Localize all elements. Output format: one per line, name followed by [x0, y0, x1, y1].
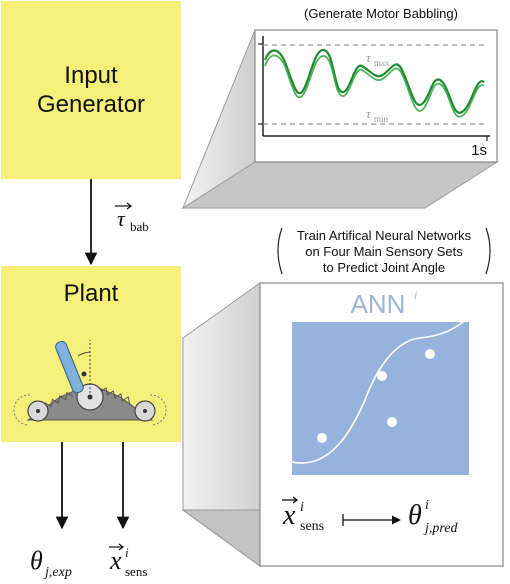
ann-title: ANN i	[351, 288, 418, 319]
ann-output-superscript: i	[425, 498, 429, 513]
x-sens-superscript: i	[125, 545, 129, 560]
vector-arrowhead-icon	[126, 202, 132, 210]
plant-box: Plant	[1, 266, 181, 442]
tau-bab-subscript: bab	[130, 219, 149, 234]
babbling-plot-frame	[254, 29, 498, 163]
ann-input-superscript: i	[300, 500, 304, 515]
pendulum-plant-icon	[13, 340, 167, 426]
theta-exp-symbol: θ	[30, 546, 43, 575]
left-paren	[277, 227, 283, 275]
ann-superscript: i	[414, 288, 417, 302]
motor-babbling-panel: (Generate Motor Babbling) τ max τ min 1s	[181, 6, 499, 210]
ann-output-symbol: θ	[408, 500, 422, 531]
maps-to-arrow-icon	[342, 514, 401, 526]
ann-label: ANN	[351, 289, 406, 319]
tau-min-subscript: min	[374, 114, 389, 124]
ann-panel: ANN i x i sens θ i j	[181, 282, 505, 567]
input-generator-background	[1, 1, 181, 179]
input-generator-label-line1: Input	[64, 62, 118, 89]
ann-input-label: x i sens	[282, 496, 324, 534]
time-scale-label: 1s	[471, 142, 487, 159]
ann-caption-line2: on Four Main Sensory Sets	[305, 244, 463, 259]
ann-regression-icon	[292, 322, 469, 475]
vector-arrowhead-icon	[292, 496, 299, 504]
theta-exp-label: θ j,exp	[30, 546, 72, 580]
ann-input-subscript: sens	[300, 519, 324, 534]
tau-max-subscript: max	[374, 58, 390, 68]
ann-caption-line3: to Predict Joint Angle	[323, 260, 445, 275]
x-sens-subscript: sens	[125, 564, 147, 579]
x-sens-label: x i sens	[109, 543, 147, 579]
input-generator-box: Input Generator	[1, 1, 181, 179]
ann-output-subscript: j,pred	[423, 521, 459, 536]
x-sens-symbol: x	[109, 546, 122, 575]
ann-caption-line1: Train Artifical Neural Networks	[297, 228, 472, 243]
ann-input-symbol: x	[282, 500, 296, 531]
vector-arrowhead-icon	[118, 543, 124, 551]
right-paren	[485, 227, 491, 275]
babbling-caption: (Generate Motor Babbling)	[304, 6, 458, 21]
motor-babbling-curve-icon	[263, 48, 485, 118]
tau-max-symbol: τ	[366, 50, 372, 65]
tau-bab-symbol: τ	[117, 206, 126, 231]
ann-caption: Train Artifical Neural Networks on Four …	[277, 227, 491, 275]
theta-exp-subscript: j,exp	[43, 565, 72, 580]
ann-output-label: θ i j,pred	[408, 498, 459, 536]
input-generator-label-line2: Generator	[37, 91, 145, 118]
tau-bab-label: τ bab	[115, 202, 149, 234]
tau-min-symbol: τ	[366, 106, 372, 121]
plant-title: Plant	[64, 280, 119, 307]
